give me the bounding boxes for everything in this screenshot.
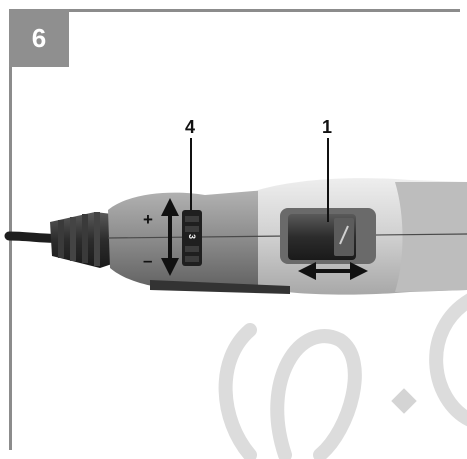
- callout-switch: 1: [322, 117, 332, 137]
- dial-minus-symbol: –: [143, 251, 152, 270]
- dial-marking: 3: [187, 234, 197, 239]
- watermark: [218, 293, 467, 459]
- power-switch[interactable]: [280, 208, 376, 264]
- callout-dial: 4: [185, 117, 195, 137]
- adjust-arrow-icon: [161, 198, 179, 276]
- tool-lower-edge: [150, 280, 290, 294]
- watermark-dot: [391, 388, 417, 414]
- cable-strain-relief: [50, 212, 118, 268]
- dial-plus-symbol: +: [143, 210, 153, 229]
- figure-number-badge: 6: [9, 9, 69, 67]
- slide-arrow-icon: [298, 262, 368, 280]
- tool-grip-end: [395, 182, 467, 292]
- speed-dial[interactable]: 3: [182, 210, 202, 266]
